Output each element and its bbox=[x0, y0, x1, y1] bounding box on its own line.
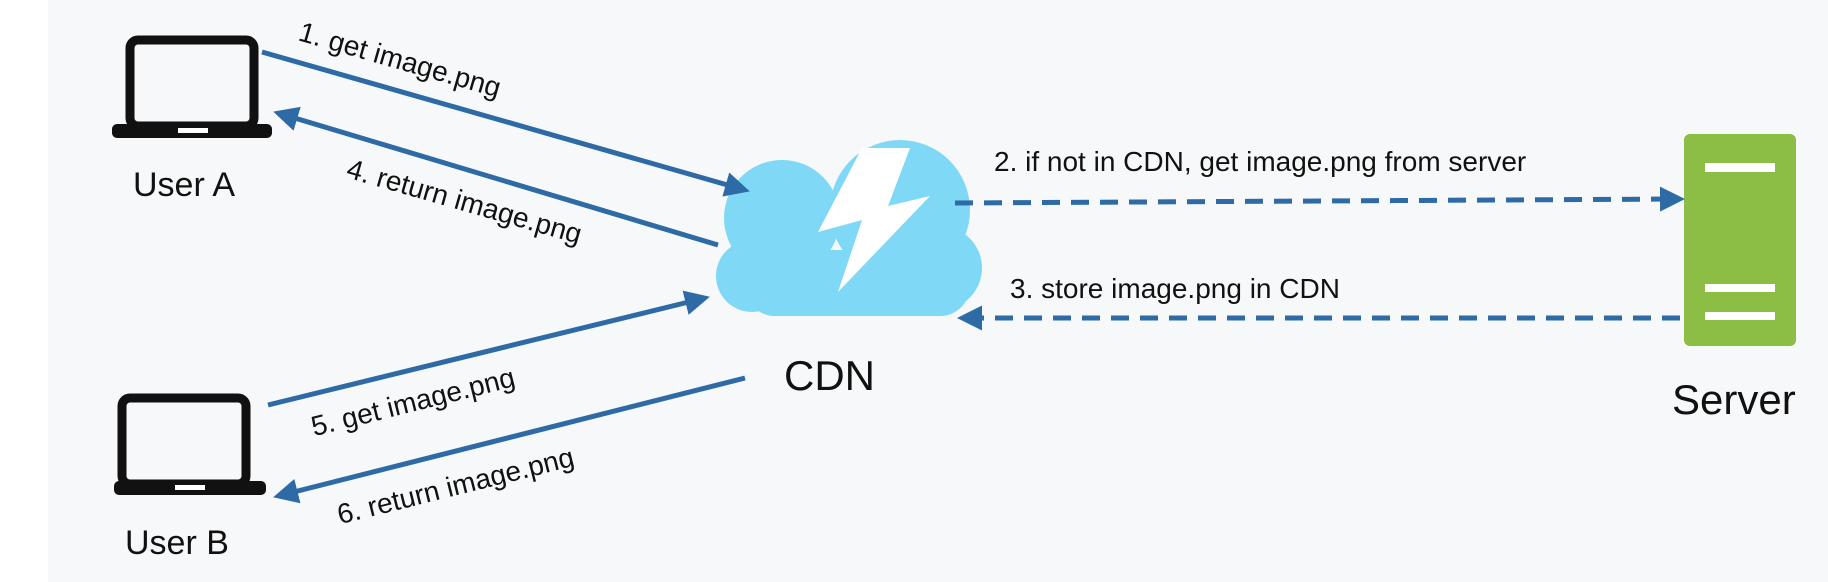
server-icon bbox=[1684, 134, 1796, 346]
laptop-icon bbox=[112, 35, 272, 138]
cdn-label: CDN bbox=[784, 352, 875, 399]
edge-label-3: 3. store image.png in CDN bbox=[1010, 273, 1340, 304]
user-a-label: User A bbox=[133, 166, 236, 204]
server-label: Server bbox=[1672, 376, 1796, 423]
user-b-label: User B bbox=[125, 524, 229, 562]
laptop-icon bbox=[114, 393, 266, 495]
edge-2-arrow bbox=[954, 186, 1685, 212]
edge-1-arrow bbox=[261, 49, 750, 197]
edge-label-2: 2. if not in CDN, get image.png from ser… bbox=[994, 146, 1527, 177]
edge-5-arrow bbox=[267, 290, 710, 408]
edge-6-arrow bbox=[273, 375, 746, 504]
edge-4-arrow bbox=[273, 106, 719, 248]
cloud-lightning-icon bbox=[716, 140, 982, 316]
